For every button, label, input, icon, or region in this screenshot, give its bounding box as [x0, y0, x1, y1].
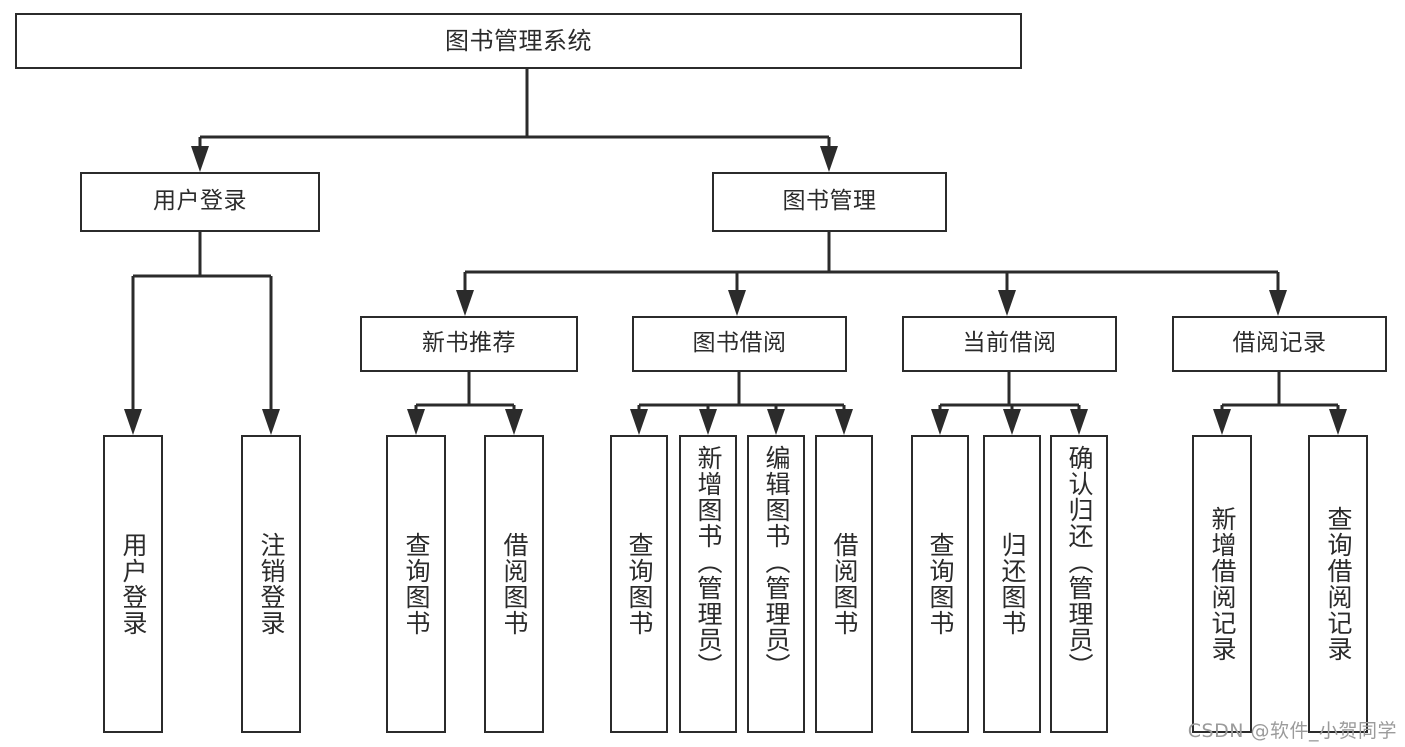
node-borrow-record[interactable]: 借阅记录	[1172, 316, 1387, 372]
node-leaf-return-book[interactable]: 归还图书	[983, 435, 1041, 733]
node-leaf-confirm-return[interactable]: 确认归还（管理员）	[1050, 435, 1108, 733]
node-leaf-query-book-2-label: 查询图书	[625, 532, 654, 636]
node-book-borrow[interactable]: 图书借阅	[632, 316, 847, 372]
node-new-book-rec-label: 新书推荐	[422, 330, 516, 357]
node-leaf-borrow-book-1-label: 借阅图书	[500, 532, 529, 636]
node-leaf-borrow-book-1[interactable]: 借阅图书	[484, 435, 544, 733]
node-root[interactable]: 图书管理系统	[15, 13, 1022, 69]
node-current-borrow-label: 当前借阅	[962, 330, 1057, 357]
node-leaf-add-record[interactable]: 新增借阅记录	[1192, 435, 1252, 733]
node-book-manage-label: 图书管理	[782, 188, 877, 215]
node-leaf-query-book-2[interactable]: 查询图书	[610, 435, 668, 733]
node-leaf-query-book-1[interactable]: 查询图书	[386, 435, 446, 733]
watermark-text: CSDN @软件_小贺同学	[1187, 720, 1397, 742]
node-leaf-user-login-label: 用户登录	[119, 532, 148, 636]
node-leaf-add-record-label: 新增借阅记录	[1208, 506, 1237, 662]
node-new-book-rec[interactable]: 新书推荐	[360, 316, 578, 372]
node-leaf-confirm-return-label: 确认归还（管理员）	[1065, 445, 1094, 679]
node-book-borrow-label: 图书借阅	[692, 330, 787, 357]
node-borrow-record-label: 借阅记录	[1232, 330, 1327, 357]
node-leaf-return-book-label: 归还图书	[998, 532, 1027, 636]
node-leaf-query-book-3[interactable]: 查询图书	[911, 435, 969, 733]
node-leaf-logout-label: 注销登录	[257, 532, 286, 636]
node-root-label: 图书管理系统	[445, 26, 592, 55]
node-user-login[interactable]: 用户登录	[80, 172, 320, 232]
node-leaf-query-record[interactable]: 查询借阅记录	[1308, 435, 1368, 733]
node-leaf-edit-book[interactable]: 编辑图书（管理员）	[747, 435, 805, 733]
node-leaf-query-book-1-label: 查询图书	[402, 532, 431, 636]
node-leaf-query-record-label: 查询借阅记录	[1324, 506, 1353, 662]
node-leaf-edit-book-label: 编辑图书（管理员）	[762, 445, 791, 679]
node-current-borrow[interactable]: 当前借阅	[902, 316, 1117, 372]
node-user-login-label: 用户登录	[153, 188, 247, 215]
node-leaf-borrow-book-2-label: 借阅图书	[830, 532, 859, 636]
node-leaf-add-book-label: 新增图书（管理员）	[694, 445, 723, 679]
node-leaf-user-login[interactable]: 用户登录	[103, 435, 163, 733]
node-leaf-logout[interactable]: 注销登录	[241, 435, 301, 733]
node-leaf-query-book-3-label: 查询图书	[926, 532, 955, 636]
node-leaf-add-book[interactable]: 新增图书（管理员）	[679, 435, 737, 733]
node-book-manage[interactable]: 图书管理	[712, 172, 947, 232]
node-leaf-borrow-book-2[interactable]: 借阅图书	[815, 435, 873, 733]
